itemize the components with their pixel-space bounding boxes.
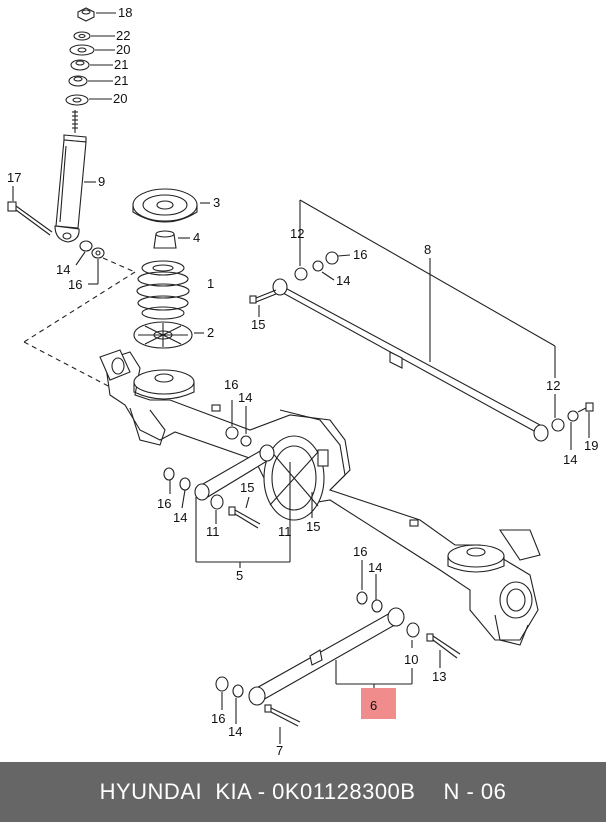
spring-lower-seat <box>133 321 204 349</box>
part-number-footer: HYUNDAI KIA - 0K01128300B N - 06 <box>0 762 606 822</box>
page-reference: N - 06 <box>443 779 507 804</box>
coil-spring <box>136 260 190 320</box>
callout-20: 20 <box>113 91 127 106</box>
callout-5: 5 <box>236 568 243 583</box>
callout-15: 15 <box>251 317 265 332</box>
spring-upper-seat <box>132 188 210 223</box>
callout-16: 16 <box>353 544 367 559</box>
callout-16: 16 <box>224 377 238 392</box>
callout-9: 9 <box>98 174 105 189</box>
bump-stopper <box>153 230 190 249</box>
callout-22: 22 <box>116 28 130 43</box>
callout-12: 12 <box>290 226 304 241</box>
callout-12: 12 <box>546 378 560 393</box>
callout-14: 14 <box>173 510 187 525</box>
callout-1: 1 <box>207 276 214 291</box>
brand-part-number: HYUNDAI KIA - 0K01128300B <box>99 779 416 804</box>
callout-10: 10 <box>404 652 418 667</box>
shock-hardware-stack <box>65 7 116 106</box>
callout-20: 20 <box>116 42 130 57</box>
rear-axle-housing <box>99 349 541 646</box>
callout-14: 14 <box>238 390 252 405</box>
callout-11: 11 <box>278 524 292 539</box>
callout-14: 14 <box>228 724 242 739</box>
callout-21: 21 <box>114 57 128 72</box>
callout-14: 14 <box>336 273 350 288</box>
callout-15: 15 <box>240 480 254 495</box>
callout-3: 3 <box>213 195 220 210</box>
callout-14: 14 <box>56 262 70 277</box>
callout-17: 17 <box>7 170 21 185</box>
callout-16: 16 <box>68 277 82 292</box>
lateral-rod <box>163 400 313 568</box>
upper-control-arm <box>249 199 594 450</box>
lower-control-arm <box>215 560 461 744</box>
callout-16: 16 <box>211 711 225 726</box>
callout-7: 7 <box>276 743 283 758</box>
assembly-guide-lines <box>23 257 136 389</box>
callout-18: 18 <box>118 5 132 20</box>
bolt-17 <box>7 186 53 236</box>
callout-labels: 18 22 20 21 21 20 17 9 14 16 3 4 1 2 12 … <box>7 5 598 758</box>
callout-6: 6 <box>370 698 377 713</box>
callout-8: 8 <box>424 242 431 257</box>
callout-19: 19 <box>584 438 598 453</box>
callout-4: 4 <box>193 230 200 245</box>
callout-16: 16 <box>353 247 367 262</box>
callout-13: 13 <box>432 669 446 684</box>
callout-15: 15 <box>306 519 320 534</box>
shock-absorber <box>54 110 96 243</box>
callout-14: 14 <box>368 560 382 575</box>
exploded-parts-diagram: 18 22 20 21 21 20 17 9 14 16 3 4 1 2 12 … <box>7 5 598 758</box>
callout-14: 14 <box>563 452 577 467</box>
callout-2: 2 <box>207 325 214 340</box>
callout-16: 16 <box>157 496 171 511</box>
highlight-box <box>361 688 396 719</box>
callout-11: 11 <box>206 524 220 539</box>
callout-21: 21 <box>114 73 128 88</box>
